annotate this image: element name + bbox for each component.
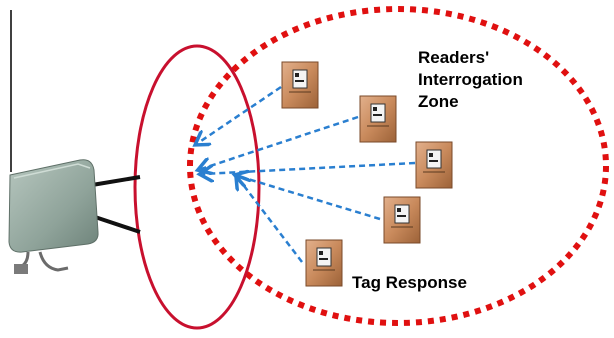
- rfid-tag-2: [359, 95, 397, 143]
- response-arrow-1: [198, 85, 282, 143]
- response-arrow-3: [203, 161, 416, 174]
- zone-label-line-2: Interrogation: [418, 70, 523, 89]
- rfid-tag-4: [383, 196, 421, 244]
- zone-label-line-1: Readers': [418, 48, 490, 67]
- antenna-cable-top: [91, 175, 141, 187]
- antenna-reader-icon: [8, 159, 99, 274]
- interrogation-zone-ellipse: [187, 6, 609, 326]
- response-arrows: [198, 85, 416, 263]
- zone-label-line-3: Zone: [418, 92, 459, 111]
- rfid-tag-1: [281, 61, 319, 109]
- antenna-cable-bottom: [91, 214, 141, 234]
- response-arrow-4: [238, 176, 381, 221]
- rfid-tag-5: [305, 239, 343, 287]
- reader-field-ellipse: [133, 44, 261, 330]
- tag-response-label: Tag Response: [352, 273, 467, 292]
- interrogation-zone-label: Readers' Interrogation Zone: [418, 47, 523, 113]
- response-arrow-2: [201, 115, 359, 169]
- rfid-tag-3: [415, 141, 453, 189]
- response-arrow-5: [238, 178, 303, 263]
